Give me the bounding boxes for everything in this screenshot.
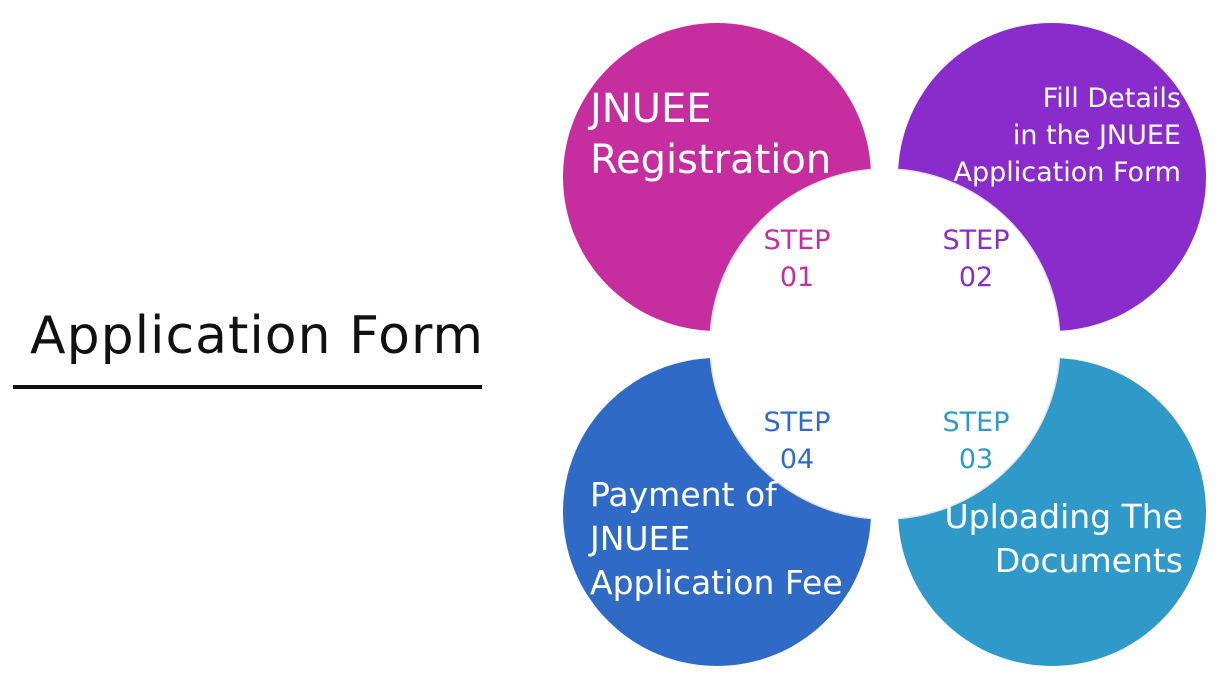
step2-label-line: in the JNUEE xyxy=(1013,120,1181,151)
step4-label-line: JNUEE xyxy=(588,519,690,558)
step3-label-line: Uploading The xyxy=(944,497,1183,536)
step1-word: STEP xyxy=(764,225,831,256)
step2-word: STEP xyxy=(943,225,1010,256)
vertical-gap xyxy=(872,20,898,670)
title-underline xyxy=(13,385,482,389)
step4-label-line: Payment of xyxy=(590,475,778,514)
step3-number: 03 xyxy=(959,444,993,475)
step4-number: 04 xyxy=(780,444,814,475)
step2-number: 02 xyxy=(959,262,993,293)
step4-word: STEP xyxy=(764,407,831,438)
step1-number: 01 xyxy=(780,262,814,293)
step2-label-line: Application Form xyxy=(954,157,1181,188)
step1-label-line: JNUEE xyxy=(587,86,712,132)
step1-label-line: Registration xyxy=(590,137,831,183)
step2-label-line: Fill Details xyxy=(1043,83,1181,114)
step3-label-line: Documents xyxy=(995,541,1183,580)
step4-label-line: Application Fee xyxy=(590,563,843,602)
step3-word: STEP xyxy=(943,407,1010,438)
page-title: Application Form xyxy=(30,306,485,366)
